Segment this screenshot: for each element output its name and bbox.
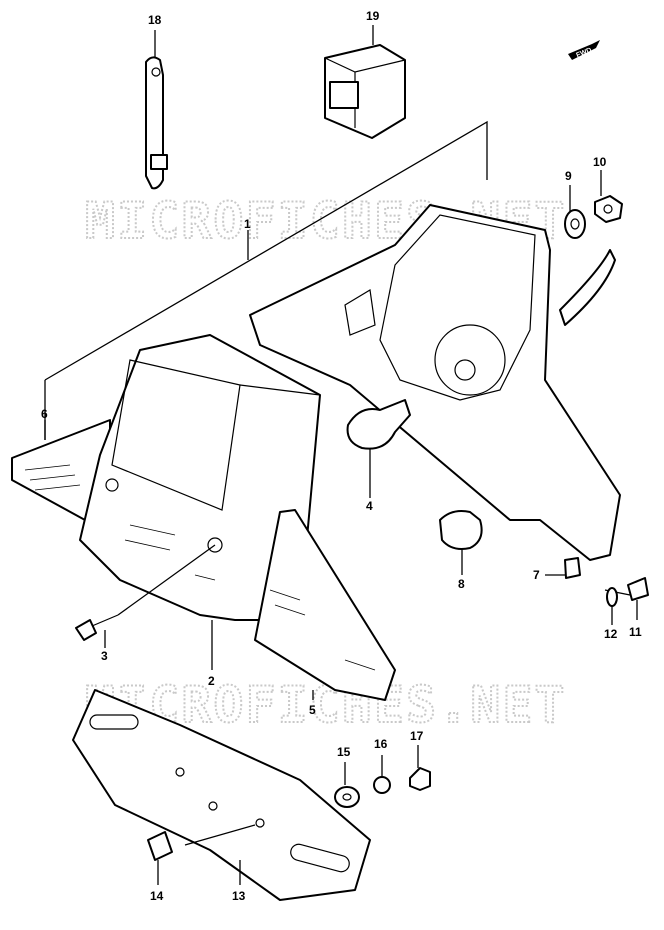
part-9-washer — [564, 209, 586, 239]
fwd-label: FWD — [575, 47, 592, 59]
label-part-16: 16 — [374, 737, 388, 751]
label-part-11: 11 — [629, 625, 642, 639]
label-part-15: 15 — [337, 745, 351, 759]
label-part-18: 18 — [148, 13, 162, 27]
label-part-14: 14 — [150, 889, 164, 903]
label-part-7: 7 — [533, 568, 540, 582]
part-15-washer — [334, 786, 360, 808]
label-part-2: 2 — [208, 674, 215, 688]
leader-1 — [44, 120, 488, 381]
part-14-bolt — [147, 831, 173, 861]
part-8-bulb — [439, 510, 483, 550]
part-12-washer — [606, 587, 618, 607]
label-part-19: 19 — [366, 9, 380, 23]
label-part-1: 1 — [244, 217, 251, 231]
part-7-clip — [564, 557, 581, 579]
part-13-license-bracket — [72, 689, 371, 901]
label-part-17: 17 — [410, 729, 424, 743]
fwd-arrow-icon: FWD — [568, 40, 600, 60]
label-part-3: 3 — [101, 649, 108, 663]
label-part-5: 5 — [309, 703, 316, 717]
label-part-6: 6 — [41, 407, 48, 421]
part-1-housing — [249, 204, 621, 561]
label-part-13: 13 — [232, 889, 246, 903]
part-5-reflector — [254, 509, 396, 701]
part-18-bracket — [145, 56, 168, 190]
label-part-8: 8 — [458, 577, 465, 591]
part-3-screw — [75, 614, 119, 641]
leader-13 — [184, 824, 256, 885]
label-part-12: 12 — [604, 627, 618, 641]
label-part-10: 10 — [593, 155, 607, 169]
part-16-lock-washer — [373, 776, 391, 794]
part-10-nut — [594, 195, 623, 223]
part-17-nut — [409, 767, 431, 791]
part-19-relay — [324, 44, 406, 139]
part-4-bulb — [346, 399, 411, 450]
label-part-4: 4 — [366, 499, 373, 513]
leader-3 — [104, 544, 216, 648]
label-part-9: 9 — [565, 169, 572, 183]
